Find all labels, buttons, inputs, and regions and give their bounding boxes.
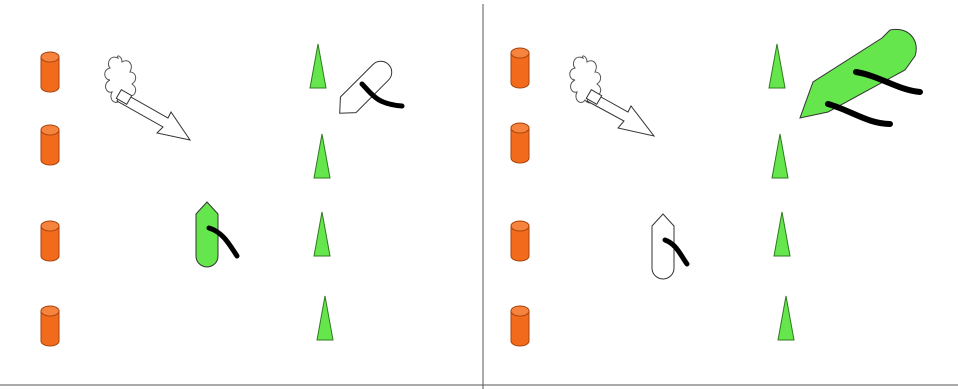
green-cone-marker-icon [314, 212, 330, 256]
right-cone-column [769, 44, 794, 340]
right-cylinder-column [511, 48, 529, 346]
green-cone-marker-icon [774, 212, 790, 256]
left-cylinder-column [41, 52, 59, 346]
motion-arrow-icon [116, 90, 190, 140]
green-cone-marker-icon [772, 134, 788, 178]
orange-cylinder-marker-icon [511, 306, 529, 346]
orange-cylinder-marker-icon [511, 221, 529, 261]
orange-cylinder-marker-icon [511, 123, 529, 163]
top-view-boat-icon [196, 202, 218, 267]
top-view-boat-icon [652, 214, 674, 279]
green-cone-marker-icon [310, 44, 326, 88]
orange-cylinder-marker-icon [41, 52, 59, 92]
left-cone-column [310, 44, 333, 340]
motion-arrow-icon [586, 90, 654, 136]
orange-cylinder-marker-icon [511, 48, 529, 88]
left-panel [41, 44, 402, 346]
orange-cylinder-marker-icon [41, 221, 59, 261]
wake-stroke [828, 104, 890, 124]
green-cone-marker-icon [778, 296, 794, 340]
green-cone-marker-icon [314, 134, 330, 178]
orange-cylinder-marker-icon [41, 125, 59, 165]
right-panel [511, 29, 920, 346]
orange-cylinder-marker-icon [41, 306, 59, 346]
green-cone-marker-icon [769, 44, 785, 88]
green-cone-marker-icon [317, 296, 333, 340]
